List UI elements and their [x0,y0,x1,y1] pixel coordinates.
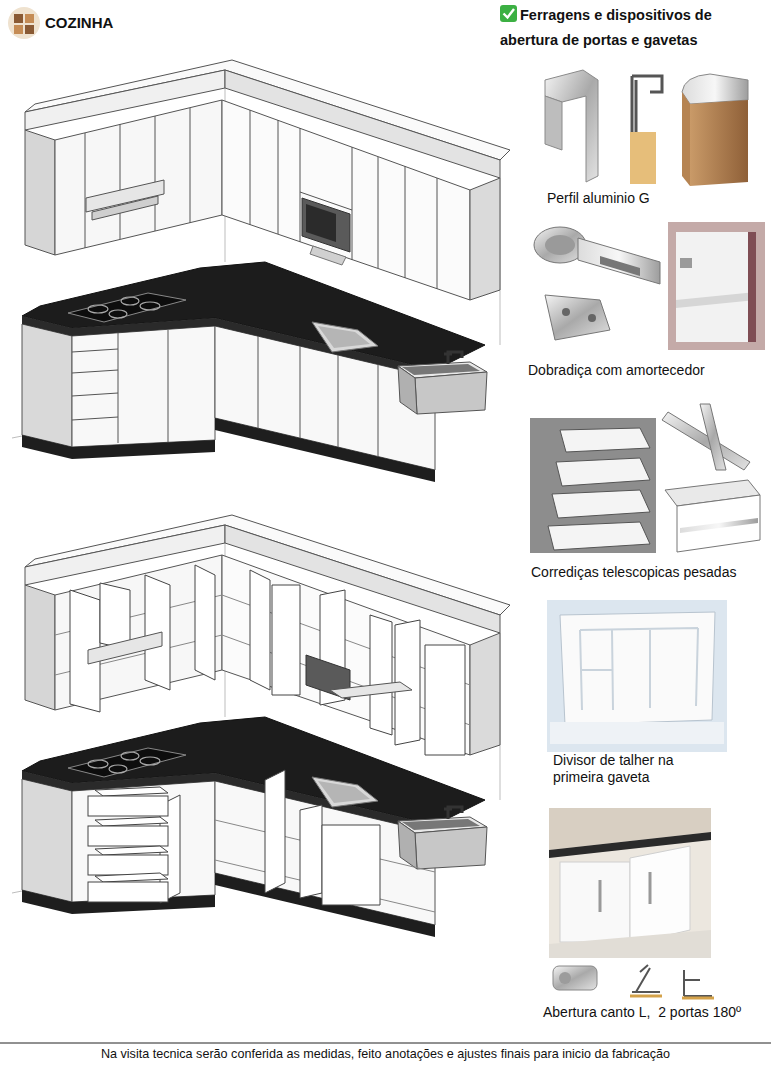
check-icon [500,5,517,22]
aluminium-profile [545,70,748,186]
corner-cabinet-photo [549,808,714,998]
microwave-open [306,655,412,700]
hardware-caption: Perfil aluminio G [547,190,650,207]
hardware-caption: Dobradiça com amortecedor [528,362,705,379]
telescopic-slides [530,404,760,553]
title-icon [8,7,40,39]
page-title: COZINHA [45,14,113,31]
range-hood-open [88,632,162,664]
soft-close-hinge [534,222,765,350]
range-hood [86,180,164,220]
footer-rule [0,1043,771,1044]
cutlery-divider [547,600,727,752]
section-heading: Ferragens e dispositivos de abertura de … [500,3,752,53]
microwave [302,198,350,265]
hardware-caption: Divisor de talher na primeira gaveta [553,752,703,786]
footer-note: Na visita tecnica serão conferida as med… [0,1046,771,1063]
kitchen-closed [12,60,510,482]
hardware-caption: Corrediças telescopicas pesadas [531,564,736,581]
hardware-caption: Abertura canto L, 2 portas 180º [543,1004,741,1021]
kitchen-open [12,515,510,937]
pulled-drawers [88,787,168,902]
